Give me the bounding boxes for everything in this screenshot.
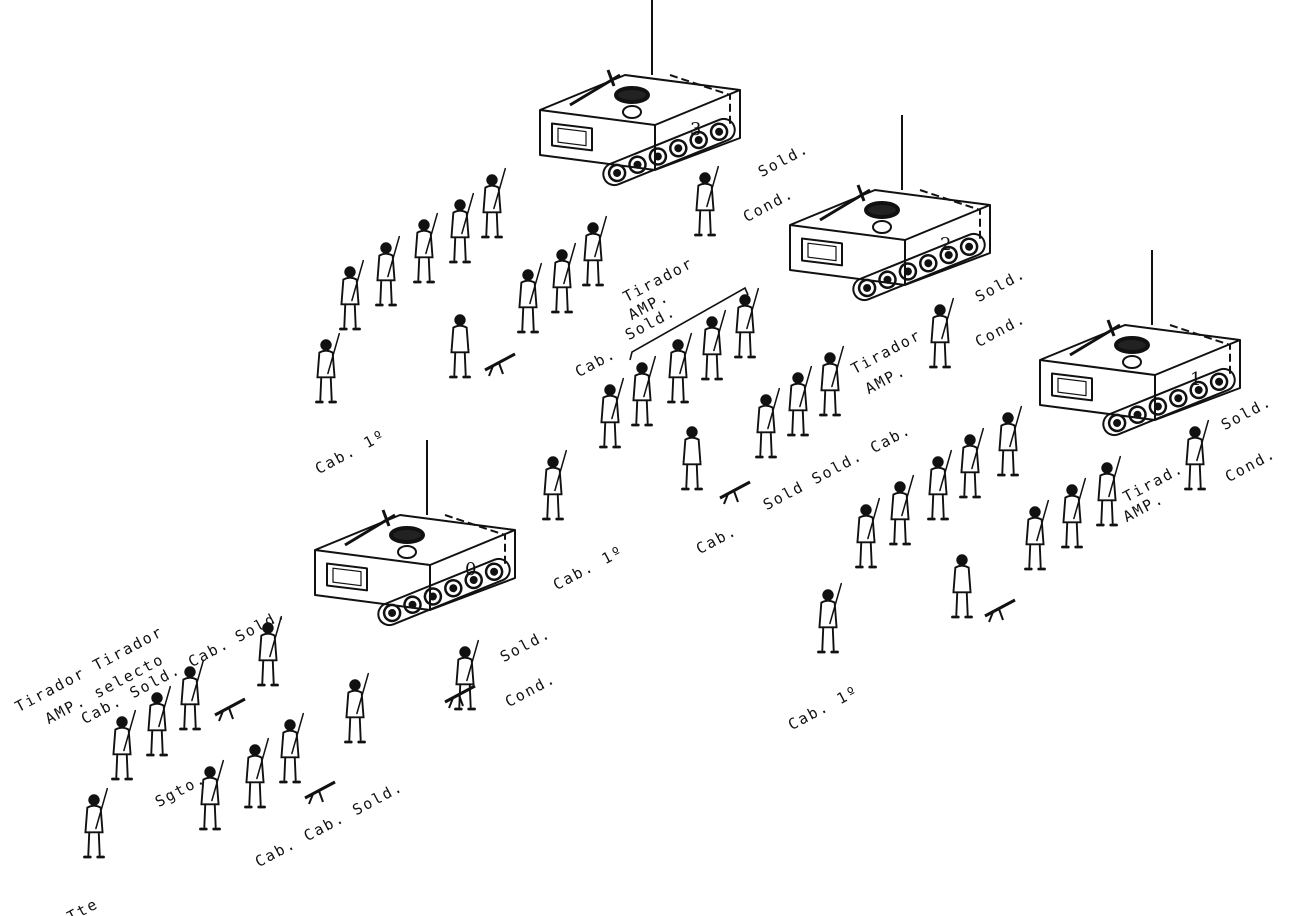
soldier-figure — [83, 787, 109, 859]
soldier-figure — [929, 297, 955, 369]
soldier-figure — [257, 615, 283, 687]
soldier-figure — [667, 332, 693, 404]
apc-vehicle-0: 0 — [314, 440, 516, 627]
soldier-figure — [279, 712, 305, 784]
apc-vehicle-1: 1 — [1039, 250, 1241, 437]
squad-bracket — [629, 286, 749, 361]
machine-gun-icon — [214, 697, 246, 722]
soldier-figure — [755, 387, 781, 459]
soldier-figure — [817, 582, 843, 654]
soldier-figure — [631, 355, 657, 427]
soldier-figure — [1184, 419, 1210, 491]
soldier-figure — [855, 497, 881, 569]
machine-gun-icon — [304, 780, 336, 805]
soldier-figure — [694, 165, 720, 237]
soldier-figure — [449, 192, 475, 264]
soldier-figure — [344, 672, 370, 744]
soldier-figure — [244, 737, 270, 809]
vehicle-number-1: 1 — [1190, 369, 1201, 390]
machine-gun-icon — [984, 598, 1016, 623]
soldier-figure — [1061, 477, 1087, 549]
soldier-figure — [582, 215, 608, 287]
machine-gun-icon — [444, 684, 476, 709]
soldier-figure — [959, 427, 985, 499]
soldier-figure — [1096, 455, 1122, 527]
soldier-figure — [146, 685, 172, 757]
vehicle-number-0: 0 — [465, 559, 476, 580]
soldier-figure — [542, 449, 568, 521]
soldier-figure — [375, 235, 401, 307]
soldier-figure — [1024, 499, 1050, 571]
apc-vehicle-3: 3 — [539, 0, 741, 187]
vehicle-number-3: 3 — [690, 119, 701, 140]
soldier-figure — [889, 474, 915, 546]
soldier-figure — [111, 709, 137, 781]
vehicle-number-2: 2 — [940, 234, 951, 255]
soldier-figure — [997, 405, 1023, 477]
soldier-figure — [449, 314, 471, 379]
apc-vehicle-2: 2 — [789, 115, 991, 302]
soldier-figure — [481, 167, 507, 239]
soldier-figure — [599, 377, 625, 449]
soldier-figure — [339, 259, 365, 331]
soldier-figure — [734, 287, 760, 359]
soldier-figure — [413, 212, 439, 284]
soldier-figure — [179, 659, 205, 731]
soldier-figure — [927, 449, 953, 521]
soldier-figure — [701, 309, 727, 381]
soldier-figure — [681, 426, 703, 491]
soldier-figure — [454, 639, 480, 711]
soldier-figure — [517, 262, 543, 334]
soldier-figure — [315, 332, 341, 404]
machine-gun-icon — [719, 480, 751, 505]
machine-gun-icon — [484, 352, 516, 377]
soldier-figure — [787, 365, 813, 437]
soldier-figure — [551, 242, 577, 314]
soldier-figure — [199, 759, 225, 831]
soldier-figure — [819, 345, 845, 417]
soldier-figure — [951, 554, 973, 619]
